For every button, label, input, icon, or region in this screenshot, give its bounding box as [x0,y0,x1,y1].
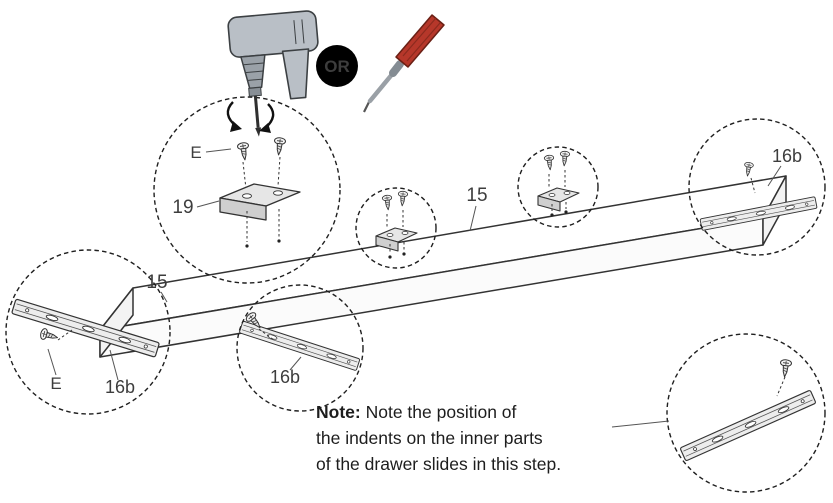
label-19: 19 [172,197,193,218]
alignment-dashed-line [776,376,786,397]
bracket-hole [386,233,394,237]
label-e-left: E [50,374,61,393]
label-16b-left: 16b [105,377,135,397]
panel-15 [99,175,787,358]
drill-icon [227,10,319,137]
label-line-e-left [47,348,57,376]
screw-icon [778,358,793,378]
bracket-hole [563,191,571,195]
alignment-dashed-line [258,328,275,341]
screw-position-dot [564,210,568,214]
or-badge: OR [316,45,358,87]
label-line-e-top [205,148,232,153]
bracket-lip [375,235,399,252]
screw-e-icon [272,136,287,156]
detail-circle-slide-left [5,249,171,415]
rotation-arrows-icon [226,101,275,133]
drawer-slide-middle [238,310,361,372]
bracket-hole [548,193,556,197]
drawer-slide-16b-icon [679,389,817,462]
detail-circle-slide-indent [666,333,826,493]
alignment-dashed-line [242,161,247,190]
screw-icon [381,194,394,211]
note-pointer-line [611,420,670,428]
screw-position-dot [277,239,281,243]
note-line-2: the indents on the inner parts [316,428,543,448]
bracket-19-detail [219,136,301,248]
or-badge-label: OR [324,57,350,76]
label-15-left: 15 [146,272,167,293]
bracket-detail-a [375,190,418,259]
detail-circle-bracket-b [517,146,599,228]
label-line-16b-left [109,349,119,381]
note-line-1: Note: Note the position of [316,399,561,425]
note-title: Note: [316,402,361,422]
label-line-16b-mid [289,356,302,371]
screw-e-icon [236,141,251,162]
alignment-dashed-line [277,156,281,187]
detail-circle-drill-bracket [153,96,341,284]
bracket-hole [273,190,283,196]
bracket-lip [537,195,561,212]
screw-icon [742,161,755,178]
bracket-19-lip [219,197,267,221]
screw-icon [397,190,409,207]
detail-circle-slide-middle [236,284,364,412]
screw-position-dot [388,255,392,259]
screw-position-dot [245,244,249,248]
drawer-slide-indent-detail [679,358,817,462]
bracket-detail-b [537,150,580,217]
label-15-top: 15 [466,185,487,206]
note-text: Note: Note the position of the indents o… [316,399,561,477]
screw-icon [543,154,556,171]
label-line-19 [196,200,220,208]
label-line-15-left [160,291,168,303]
bracket-hole [242,193,252,199]
label-16b-right: 16b [772,146,802,166]
label-line-15-top [469,205,477,232]
screwdriver-icon [363,14,445,113]
label-16b-mid: 16b [270,367,300,387]
screw-e-icon [38,327,60,344]
screw-icon [559,150,571,167]
label-e-top: E [190,143,201,162]
screw-position-dot [402,252,406,256]
screw-position-dot [550,213,554,217]
label-line-16b-right [767,165,782,187]
note-line-1-text: Note the position of [365,402,517,422]
detail-circle-bracket-a [355,187,437,269]
detail-circle-slide-right [688,118,826,256]
bracket-hole [401,231,409,235]
note-line-3: of the drawer slides in this step. [316,454,562,474]
drawer-slide-16b-icon [238,320,361,372]
